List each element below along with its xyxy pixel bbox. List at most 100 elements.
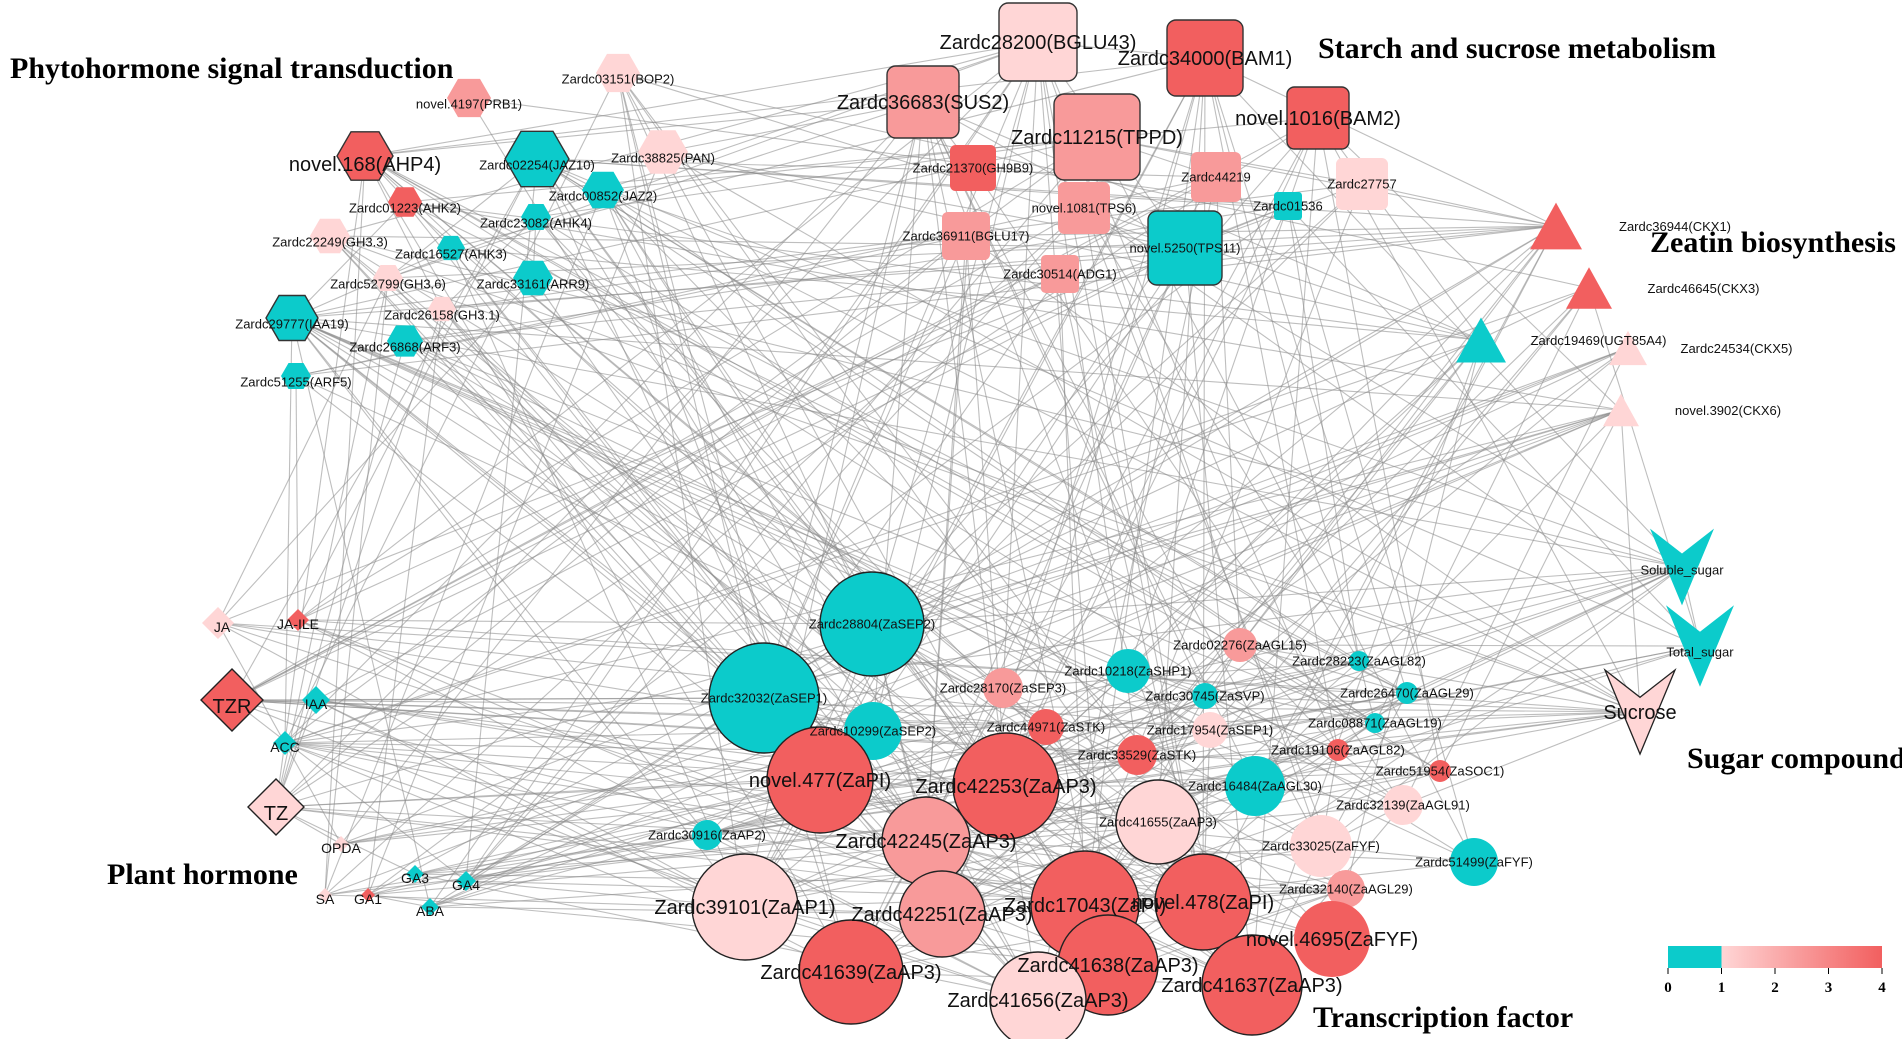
node-novel-1081-tps6 bbox=[1058, 182, 1110, 234]
node-zardc10218-zashp1 bbox=[1106, 649, 1150, 693]
edge bbox=[329, 235, 765, 699]
rect-shape bbox=[950, 145, 996, 191]
node-zardc21370-gh9b9 bbox=[950, 145, 996, 191]
circle-shape bbox=[1201, 934, 1303, 1036]
edge bbox=[291, 317, 708, 836]
node-novel-3902-ckx6 bbox=[1603, 393, 1639, 427]
edge bbox=[1239, 644, 1641, 713]
tri-shape bbox=[1456, 317, 1506, 363]
edge bbox=[1204, 695, 1339, 751]
edge bbox=[324, 277, 389, 896]
edge bbox=[291, 317, 1109, 966]
edge bbox=[231, 158, 538, 701]
group-label-tf: Transcription factor bbox=[1313, 1001, 1573, 1034]
node-label: Zardc44219 bbox=[1181, 170, 1250, 185]
circle-shape bbox=[1349, 651, 1369, 671]
edge bbox=[275, 806, 927, 842]
tri-shape bbox=[1609, 330, 1647, 366]
node-label: novel.1016(BAM2) bbox=[1235, 108, 1401, 130]
node-zardc26158-gh3-1 bbox=[428, 296, 456, 322]
edge bbox=[291, 317, 746, 908]
circle-shape bbox=[1396, 682, 1418, 704]
node-zardc28223-zaagl82 bbox=[1349, 651, 1369, 671]
node-label: Zardc10218(ZaSHP1) bbox=[1064, 664, 1191, 679]
rect-shape bbox=[886, 65, 960, 139]
circle-shape bbox=[983, 668, 1023, 708]
edge bbox=[217, 622, 1408, 694]
node-zardc33025-zafyf bbox=[1290, 815, 1352, 877]
node-label: Zardc19469(UGT85A4) bbox=[1531, 333, 1667, 348]
edge bbox=[535, 216, 1441, 772]
node-label: Zardc28804(ZaSEP2) bbox=[809, 617, 935, 632]
node-sucrose bbox=[1603, 667, 1677, 756]
node-label: novel.4695(ZaFYF) bbox=[1246, 929, 1418, 951]
node-label: Zardc28223(ZaAGL82) bbox=[1292, 654, 1426, 669]
node-label: novel.5250(TPS11) bbox=[1129, 241, 1240, 256]
circle-shape bbox=[1028, 709, 1064, 745]
edge bbox=[1287, 205, 1360, 662]
node-label: SA bbox=[316, 891, 335, 907]
node-zardc30514-adg1 bbox=[1041, 255, 1079, 293]
edge bbox=[315, 699, 746, 908]
edge bbox=[1317, 117, 1482, 341]
edge bbox=[450, 247, 1482, 341]
rect-shape bbox=[1191, 152, 1241, 202]
diamond-shape bbox=[202, 607, 234, 639]
tri-shape bbox=[1603, 393, 1639, 427]
edge bbox=[364, 155, 1408, 694]
node-tzr bbox=[200, 668, 264, 732]
edge bbox=[275, 340, 406, 808]
legend-color-bar bbox=[1668, 946, 1882, 968]
edge bbox=[1374, 287, 1590, 724]
edge bbox=[297, 273, 1061, 621]
rect-shape bbox=[1336, 158, 1388, 210]
node-label: novel.1081(TPS6) bbox=[1032, 201, 1137, 216]
node-label: JA bbox=[214, 619, 231, 635]
edge bbox=[315, 699, 1007, 787]
edge bbox=[1209, 287, 1590, 731]
node-zardc03151-bop2 bbox=[596, 53, 640, 93]
node-label: Zardc24534(CKX5) bbox=[1681, 341, 1793, 356]
diamond-shape bbox=[361, 888, 375, 902]
node-novel-168-ahp4 bbox=[336, 131, 394, 181]
node-label: Zardc30745(ZaSVP) bbox=[1145, 689, 1264, 704]
edge bbox=[1037, 566, 1683, 1001]
node-zardc44971-zastk bbox=[1028, 709, 1064, 745]
node-label: novel.3902(CKX6) bbox=[1675, 403, 1781, 418]
node-label: Zardc41656(ZaAP3) bbox=[947, 990, 1128, 1012]
node-novel-5250-tps11 bbox=[1147, 210, 1223, 286]
edge bbox=[1317, 117, 1641, 713]
edge bbox=[324, 785, 1256, 896]
node-zardc11215-tppd bbox=[1053, 93, 1141, 181]
edge bbox=[763, 273, 1061, 699]
hex-shape bbox=[388, 187, 422, 217]
node-zardc42253-zaap3 bbox=[952, 732, 1060, 840]
node-zardc02254-jaz10 bbox=[504, 130, 570, 188]
edge bbox=[284, 339, 1482, 744]
node-label: Zardc46645(CKX3) bbox=[1648, 281, 1760, 296]
edge bbox=[217, 277, 534, 624]
node-label: Zardc27757 bbox=[1327, 177, 1396, 192]
edge bbox=[1096, 136, 1557, 227]
node-label: Zardc51954(ZaSOC1) bbox=[1376, 764, 1505, 779]
node-ja-ile bbox=[287, 609, 309, 631]
edge bbox=[617, 72, 1138, 756]
node-label: TZR bbox=[213, 696, 252, 718]
node-zardc32140-zaagl29 bbox=[1327, 870, 1365, 908]
diamond-shape bbox=[421, 898, 439, 916]
edge bbox=[364, 155, 443, 310]
node-ga4 bbox=[456, 871, 476, 891]
node-label: TZ bbox=[264, 803, 288, 825]
edge bbox=[1204, 57, 1557, 227]
diamond-shape bbox=[333, 836, 349, 852]
edge bbox=[1239, 339, 1482, 646]
node-label: Zardc42253(ZaAP3) bbox=[915, 776, 1096, 798]
node-label: novel.4197(PRB1) bbox=[416, 97, 522, 112]
node-label: Zardc42251(ZaAP3) bbox=[851, 904, 1032, 926]
edge bbox=[291, 317, 1211, 731]
hex-shape bbox=[596, 53, 640, 93]
edge bbox=[284, 287, 1590, 744]
edge bbox=[295, 375, 299, 621]
node-label: Zardc26158(GH3.1) bbox=[384, 308, 500, 323]
node-label: GA1 bbox=[354, 891, 382, 907]
